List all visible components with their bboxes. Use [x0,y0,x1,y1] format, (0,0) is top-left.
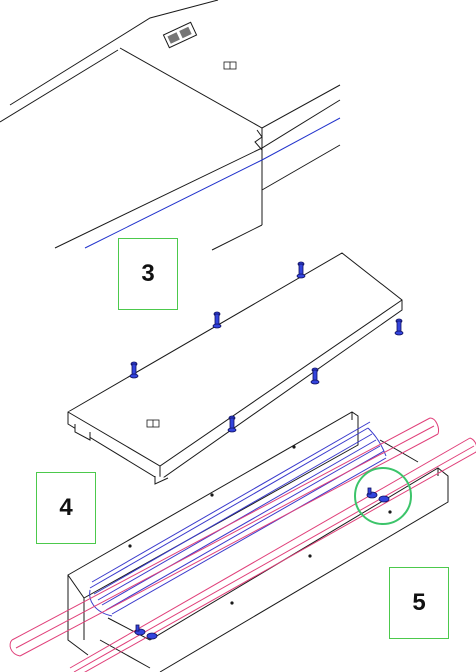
step-5-label: 5 [389,567,449,639]
step-4-label: 4 [36,472,96,544]
top-cover-logo-mark [223,61,237,70]
cover-plate [67,252,403,485]
cable-clamp [134,624,158,640]
top-cover-edge-lines [84,117,341,249]
bolt [129,361,139,379]
cable-left [9,417,439,657]
top-cover [0,0,341,251]
step-4-number: 4 [59,494,73,521]
bolt [212,311,222,329]
bolt [296,261,306,279]
bolt [310,367,320,385]
cover-plate-logo-mark [146,419,160,428]
top-cover-label-plate [162,21,198,49]
highlight-circle [354,467,412,525]
cable-tray-insert [89,421,387,617]
trough-holes [128,445,392,605]
step-3-label: 3 [118,238,178,310]
cable-clamp [366,487,390,503]
bolt [227,415,237,433]
bolt-set [129,261,404,433]
step-3-number: 3 [141,260,155,287]
bolt [394,318,404,336]
step-5-number: 5 [412,589,426,616]
trough-body [67,411,449,672]
